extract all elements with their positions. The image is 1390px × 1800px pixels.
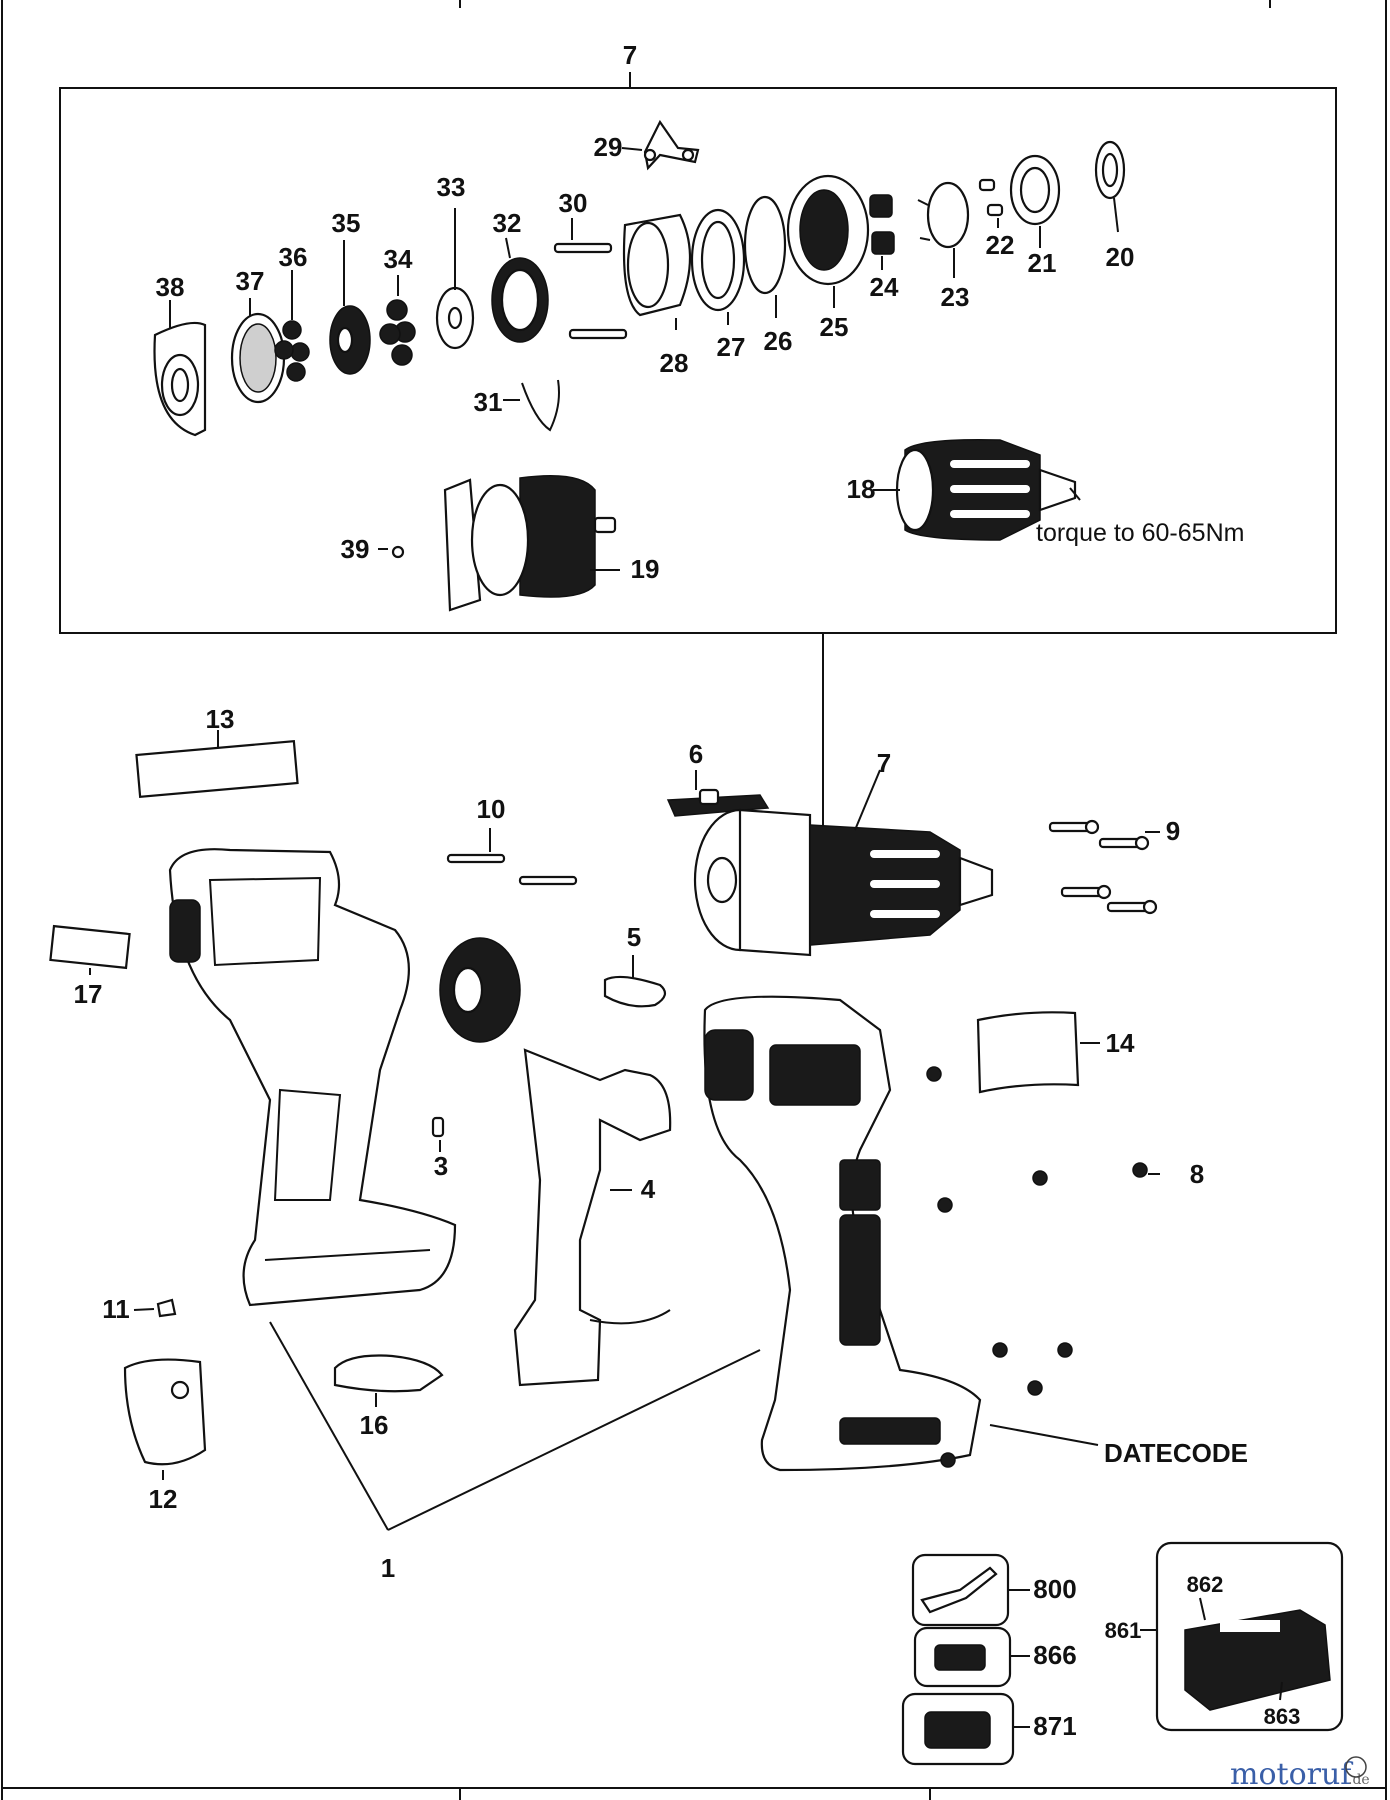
label-19: 19 xyxy=(631,554,660,584)
part-8-screws xyxy=(926,1066,1148,1468)
label-26: 26 xyxy=(764,326,793,356)
accessory-800-grease-box xyxy=(911,1553,1030,1627)
label-27: 27 xyxy=(717,332,746,362)
label-18: 18 xyxy=(847,474,876,504)
label-14: 14 xyxy=(1106,1028,1135,1058)
part-21-adjusting-nut xyxy=(1009,154,1061,226)
label-861: 861 xyxy=(1105,1618,1142,1643)
part-19-motor xyxy=(391,474,617,612)
svg-text:motoruf: motoruf xyxy=(1230,1757,1353,1792)
watermark-logo: motoruf .de xyxy=(1230,1756,1370,1792)
label-8: 8 xyxy=(1190,1159,1204,1189)
accessory-871-charger-box xyxy=(901,1692,1030,1766)
part-25-spring-housing xyxy=(786,174,870,286)
label-35: 35 xyxy=(332,208,361,238)
part-1-housing-right xyxy=(703,995,982,1472)
label-33: 33 xyxy=(437,172,466,202)
label-22: 22 xyxy=(986,230,1015,260)
label-17: 17 xyxy=(74,979,103,1009)
part-38-end-plate xyxy=(153,321,207,437)
label-871: 871 xyxy=(1033,1711,1076,1741)
part-16-label xyxy=(333,1354,444,1393)
label-37: 37 xyxy=(236,266,265,296)
part-12-belt-hook xyxy=(123,1358,207,1466)
svg-text:.de: .de xyxy=(1348,1772,1370,1788)
part-13-label xyxy=(135,740,299,798)
part-6-direction-lever xyxy=(666,788,770,817)
label-863: 863 xyxy=(1264,1704,1301,1729)
part-23-clutch-plate xyxy=(917,181,970,249)
label-11: 11 xyxy=(102,1294,130,1324)
label-21: 21 xyxy=(1028,248,1057,278)
part-3-pin xyxy=(431,1116,445,1138)
part-24-balls xyxy=(869,194,895,255)
part-1-housing-left xyxy=(168,848,457,1307)
label-7: 7 xyxy=(877,748,891,778)
label-38: 38 xyxy=(156,272,185,302)
label-13: 13 xyxy=(206,704,235,734)
part-26-washer xyxy=(743,195,787,295)
part-33-carrier xyxy=(435,286,475,350)
label-3: 3 xyxy=(434,1151,448,1181)
part-17-label xyxy=(49,924,131,970)
gearbox-assembly-box xyxy=(59,72,1337,830)
label-39: 39 xyxy=(341,534,370,564)
part-30-pins xyxy=(553,242,628,340)
part-number-labels: 29 30 33 32 35 34 36 37 38 31 28 27 26 2… xyxy=(74,132,1301,1741)
part-32-ring-gear xyxy=(491,257,549,343)
part-35-planet-carrier xyxy=(329,305,371,375)
part-22-pins xyxy=(978,178,1004,217)
label-866: 866 xyxy=(1033,1640,1076,1670)
label-34: 34 xyxy=(384,244,413,274)
label-16: 16 xyxy=(360,1410,389,1440)
part-28-gear-case xyxy=(622,213,692,317)
accessory-861-case-box xyxy=(1140,1541,1344,1732)
part-29-bracket xyxy=(643,119,700,171)
label-28: 28 xyxy=(660,348,689,378)
label-32: 32 xyxy=(493,208,522,238)
label-12: 12 xyxy=(149,1484,178,1514)
leader-lines xyxy=(89,147,1160,1531)
part-11-screw xyxy=(156,1298,177,1318)
label-9: 9 xyxy=(1166,816,1180,846)
label-20: 20 xyxy=(1106,242,1135,272)
part-31-spring-clip xyxy=(521,379,560,432)
part-18-chuck xyxy=(895,438,1077,541)
part-37-ring-gear xyxy=(230,312,286,404)
part-34-planet-gears xyxy=(379,299,416,366)
part-7-gearbox-assembled xyxy=(693,808,994,957)
part-10-terminals xyxy=(446,853,578,886)
label-800: 800 xyxy=(1033,1574,1076,1604)
label-10: 10 xyxy=(477,794,506,824)
label-25: 25 xyxy=(820,312,849,342)
label-1: 1 xyxy=(381,1553,395,1583)
torque-note: torque to 60-65Nm xyxy=(1036,519,1244,547)
label-24: 24 xyxy=(870,272,899,302)
label-23: 23 xyxy=(941,282,970,312)
part-9-screws xyxy=(1048,819,1158,915)
label-6: 6 xyxy=(689,739,703,769)
label-4: 4 xyxy=(641,1174,656,1204)
label-862: 862 xyxy=(1187,1572,1224,1597)
label-36: 36 xyxy=(279,242,308,272)
label-31: 31 xyxy=(474,387,503,417)
label-29: 29 xyxy=(594,132,623,162)
label-7-top: 7 xyxy=(623,40,637,70)
part-14-label xyxy=(976,1011,1080,1094)
part-4-switch-assembly xyxy=(439,937,672,1387)
label-30: 30 xyxy=(559,188,588,218)
datecode-label: DATECODE xyxy=(1104,1438,1248,1468)
part-5-clip xyxy=(603,975,667,1008)
part-20-washer xyxy=(1094,140,1126,200)
part-27-clutch-ring xyxy=(690,208,746,312)
label-5: 5 xyxy=(627,922,641,952)
part-36-planet-gears xyxy=(274,320,310,382)
accessory-866-battery-box xyxy=(913,1626,1030,1688)
